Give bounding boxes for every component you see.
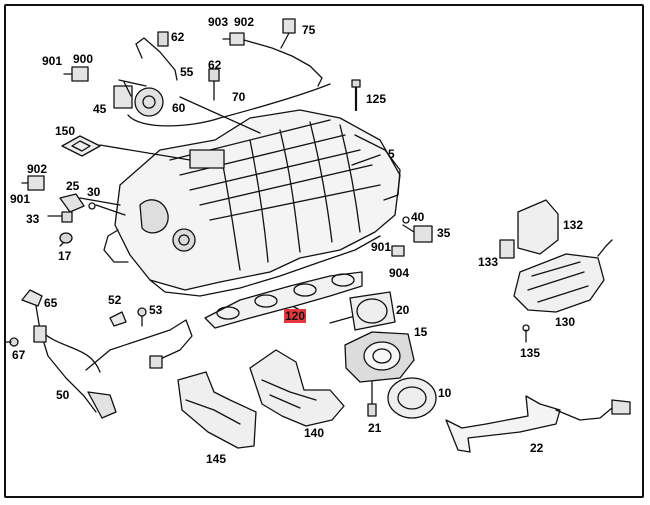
callout-120-highlighted: 120 bbox=[284, 309, 307, 323]
callout-901: 901 bbox=[42, 54, 63, 68]
callout-45: 45 bbox=[93, 102, 107, 116]
callout-15: 15 bbox=[414, 325, 428, 339]
connector-top bbox=[63, 18, 323, 87]
callout-62: 62 bbox=[171, 30, 185, 44]
callout-35: 35 bbox=[437, 226, 451, 240]
callout-150: 150 bbox=[55, 124, 76, 138]
callout-901: 901 bbox=[371, 240, 392, 254]
callout-40: 40 bbox=[411, 210, 425, 224]
throttle-body bbox=[344, 331, 415, 417]
callout-70: 70 bbox=[232, 90, 246, 104]
callout-125: 125 bbox=[366, 92, 387, 106]
callout-33: 33 bbox=[26, 212, 40, 226]
callout-903: 903 bbox=[208, 15, 229, 29]
callout-65: 65 bbox=[44, 296, 58, 310]
callout-25: 25 bbox=[66, 179, 80, 193]
callout-55: 55 bbox=[180, 65, 194, 79]
callout-902: 902 bbox=[234, 15, 255, 29]
callout-140: 140 bbox=[304, 426, 325, 440]
callout-50: 50 bbox=[56, 388, 70, 402]
callout-53: 53 bbox=[149, 303, 163, 317]
callout-75: 75 bbox=[302, 23, 316, 37]
callout-135: 135 bbox=[520, 346, 541, 360]
callout-904: 904 bbox=[389, 266, 410, 280]
callout-130: 130 bbox=[555, 315, 576, 329]
manifold-gasket bbox=[204, 271, 363, 329]
callout-30: 30 bbox=[87, 185, 101, 199]
callout-17: 17 bbox=[58, 249, 72, 263]
callout-5: 5 bbox=[388, 147, 395, 161]
callout-902: 902 bbox=[27, 162, 48, 176]
callout-900: 900 bbox=[73, 52, 94, 66]
callout-145: 145 bbox=[206, 452, 227, 466]
callout-21: 21 bbox=[368, 421, 382, 435]
callout-60: 60 bbox=[172, 101, 186, 115]
callout-22: 22 bbox=[530, 441, 544, 455]
vacuum-unit bbox=[113, 31, 331, 127]
diagram-border bbox=[4, 4, 644, 498]
callout-10: 10 bbox=[438, 386, 452, 400]
callout-62: 62 bbox=[208, 58, 222, 72]
callout-67: 67 bbox=[12, 348, 26, 362]
intake-manifold bbox=[103, 109, 401, 297]
callout-52: 52 bbox=[108, 293, 122, 307]
callout-133: 133 bbox=[478, 255, 499, 269]
callout-132: 132 bbox=[563, 218, 584, 232]
callout-901: 901 bbox=[10, 192, 31, 206]
callout-20: 20 bbox=[396, 303, 410, 317]
